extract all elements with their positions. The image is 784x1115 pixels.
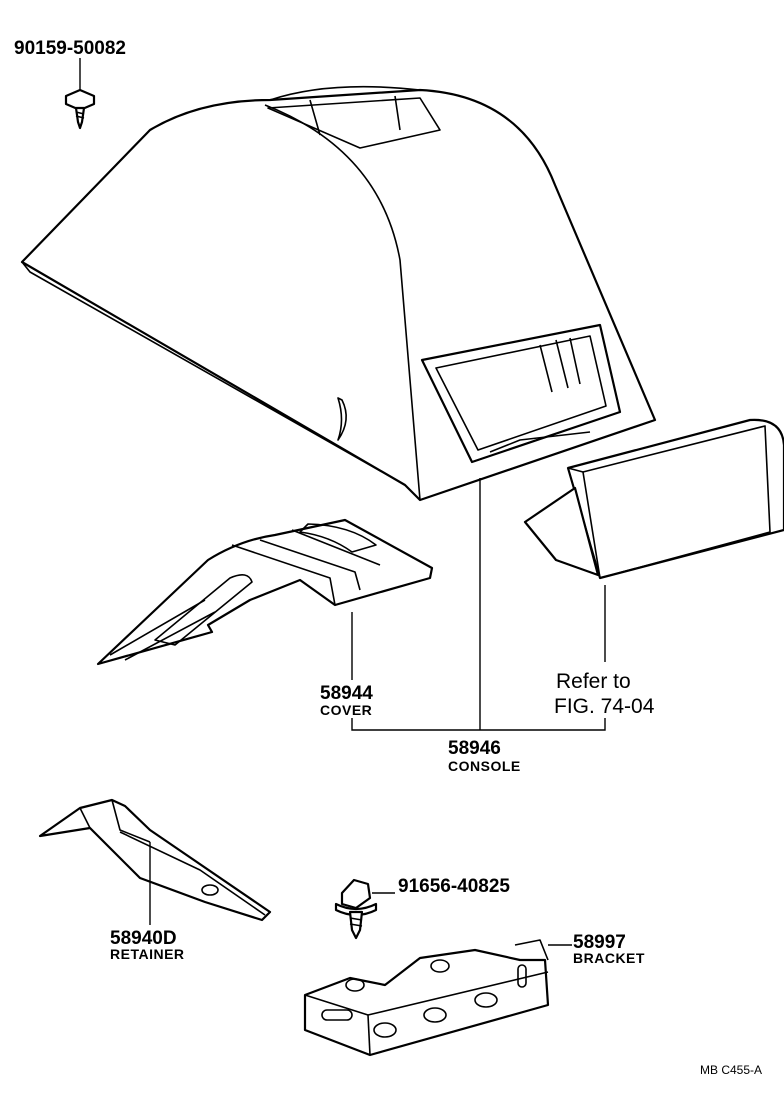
part-name-label: BRACKET [573, 950, 645, 966]
retainer-icon [38, 798, 272, 922]
drawing-code: MB C455-A [700, 1063, 762, 1077]
console-icon [20, 85, 657, 502]
part-number-label: 91656-40825 [398, 876, 510, 897]
part-name-label: COVER [320, 702, 372, 718]
cover-plate-icon [96, 518, 434, 666]
reference-line-1: Refer to [556, 670, 631, 693]
part-number-label: 58997 [573, 932, 626, 953]
part-number-label: 58944 [320, 683, 373, 704]
part-name-label: RETAINER [110, 946, 185, 962]
part-number-label: 58940D [110, 928, 177, 949]
console-bracket-line [351, 718, 606, 731]
part-number-label: 58946 [448, 738, 501, 759]
screw-icon [64, 58, 96, 130]
bracket-icon [303, 939, 550, 1057]
bolt-icon [334, 878, 378, 940]
part-number-label: 90159-50082 [14, 38, 126, 59]
part-name-label: CONSOLE [448, 758, 521, 774]
box-icon [523, 418, 784, 580]
reference-line-2: FIG. 74-04 [554, 695, 655, 718]
